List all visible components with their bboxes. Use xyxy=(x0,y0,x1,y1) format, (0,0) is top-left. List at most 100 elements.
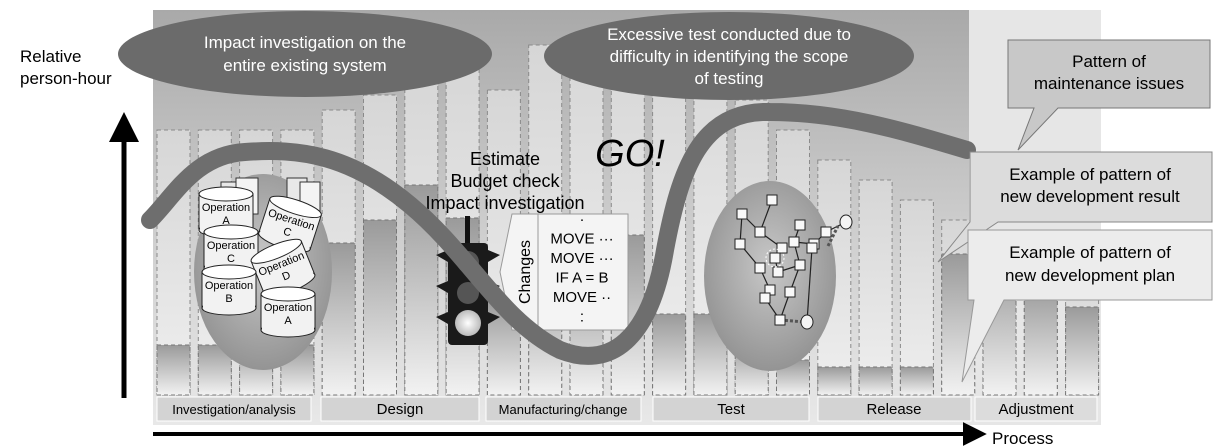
network-node xyxy=(769,252,781,264)
phase-box-investigation xyxy=(156,396,312,422)
network-node xyxy=(754,262,766,274)
excessive-ellipse xyxy=(544,12,914,100)
impact-callout: Impact investigation on the entire exist… xyxy=(118,11,492,97)
network-node xyxy=(788,236,800,248)
changes-arrow-shape xyxy=(499,213,629,331)
operation-letter: C xyxy=(227,253,235,265)
network-edge xyxy=(806,247,813,323)
network-node xyxy=(794,219,806,231)
dev-result-callout-box xyxy=(937,151,1213,263)
result-bar xyxy=(1065,306,1100,396)
legend-maintenance: Pattern of maintenance issues xyxy=(1007,39,1211,151)
estimate-label: Estimate xyxy=(470,149,540,169)
network-node xyxy=(759,292,771,304)
x-axis-label: Process xyxy=(992,429,1053,447)
impact-ellipse xyxy=(118,11,492,97)
impact-callout-line1: Impact investigation on the xyxy=(204,33,406,52)
code-line: : xyxy=(580,309,584,326)
excessive-test-callout: Excessive test conducted due to difficul… xyxy=(544,12,914,100)
code-line: MOVE ··· xyxy=(550,250,613,267)
light-visor xyxy=(436,312,448,324)
phase-label-test: Test xyxy=(717,401,745,418)
network-node xyxy=(772,266,784,278)
result-bar xyxy=(899,366,934,396)
result-bar xyxy=(197,344,232,396)
network-node xyxy=(734,238,746,250)
phase-box-adjustment xyxy=(974,396,1098,422)
result-bar xyxy=(156,344,191,396)
network-node xyxy=(794,259,806,271)
code-line: MOVE ·· xyxy=(553,289,611,306)
network-node xyxy=(736,208,748,220)
result-bar xyxy=(1023,284,1058,396)
cylinder-top xyxy=(198,186,254,202)
network-blob xyxy=(704,181,836,371)
light-visor xyxy=(488,250,500,262)
network-node xyxy=(776,242,788,254)
network-node xyxy=(774,314,786,326)
phase-label-design: Design xyxy=(377,401,424,418)
phase-bar: Investigation/analysis Design Manufactur… xyxy=(156,396,1098,422)
phase-box-test xyxy=(652,396,810,422)
network-db-node xyxy=(800,314,814,330)
phase-box-release xyxy=(817,396,972,422)
phase-box-design xyxy=(320,396,480,422)
light-visor xyxy=(436,250,448,262)
operation-letter: A xyxy=(284,315,292,327)
cylinder-top xyxy=(203,224,259,240)
operation-label: Operation xyxy=(264,302,312,314)
dev-result-legend-line2: new development result xyxy=(1000,187,1180,206)
y-axis-label-line1: Relative xyxy=(20,47,81,66)
impact-callout-line2: entire existing system xyxy=(223,56,386,75)
legend-dev-plan: Example of pattern of new development pl… xyxy=(961,229,1213,383)
dev-plan-callout-box xyxy=(961,229,1213,383)
operation-letter: C xyxy=(282,226,293,240)
impact-investigation-label: Impact investigation xyxy=(425,193,584,213)
code-line: MOVE ··· xyxy=(550,231,613,248)
operation-label: Operation xyxy=(205,280,253,292)
network-node xyxy=(754,226,766,238)
operation-letter: B xyxy=(225,293,232,305)
dev-plan-legend-line2: new development plan xyxy=(1005,266,1175,285)
cylinder-fill xyxy=(252,241,314,295)
planned-bar xyxy=(858,179,893,396)
network-cluster xyxy=(704,181,853,371)
maintenance-legend-line1: Pattern of xyxy=(1072,52,1146,71)
operation-label: Operation xyxy=(207,240,255,252)
excessive-callout-line2: difficulty in identifying the scope xyxy=(610,47,849,66)
excessive-callout-line3: of testing xyxy=(695,69,764,88)
network-node xyxy=(766,194,778,206)
network-node xyxy=(784,286,796,298)
operation-letter: A xyxy=(222,215,230,227)
yellow-lamp xyxy=(457,282,479,304)
dev-result-legend-line1: Example of pattern of xyxy=(1009,165,1171,184)
phase-label-adjustment: Adjustment xyxy=(998,401,1074,418)
cylinder-top xyxy=(201,264,257,280)
cylinder-top xyxy=(260,286,316,302)
operation-label: Operation xyxy=(202,202,250,214)
operation-letter: D xyxy=(280,269,292,283)
network-node xyxy=(806,242,818,254)
traffic-light-pole xyxy=(465,216,470,246)
phase-box-manufacturing xyxy=(485,396,642,422)
cylinder-top xyxy=(269,195,322,219)
result-bar xyxy=(652,313,687,396)
planned-bar xyxy=(899,199,934,396)
phase-label-release: Release xyxy=(866,401,921,418)
y-axis-label-line2: person-hour xyxy=(20,69,112,88)
code-line: · xyxy=(580,211,585,228)
phase-label-investigation: Investigation/analysis xyxy=(172,402,296,417)
result-bar xyxy=(858,366,893,396)
budget-check-label: Budget check xyxy=(450,171,560,191)
cylinder-top xyxy=(250,238,302,264)
result-bar xyxy=(817,366,852,396)
green-lamp-lit xyxy=(455,310,481,336)
phase-label-manufacturing: Manufacturing/change xyxy=(499,402,628,417)
maintenance-curve xyxy=(141,102,976,365)
changes-label: Changes xyxy=(517,240,534,304)
